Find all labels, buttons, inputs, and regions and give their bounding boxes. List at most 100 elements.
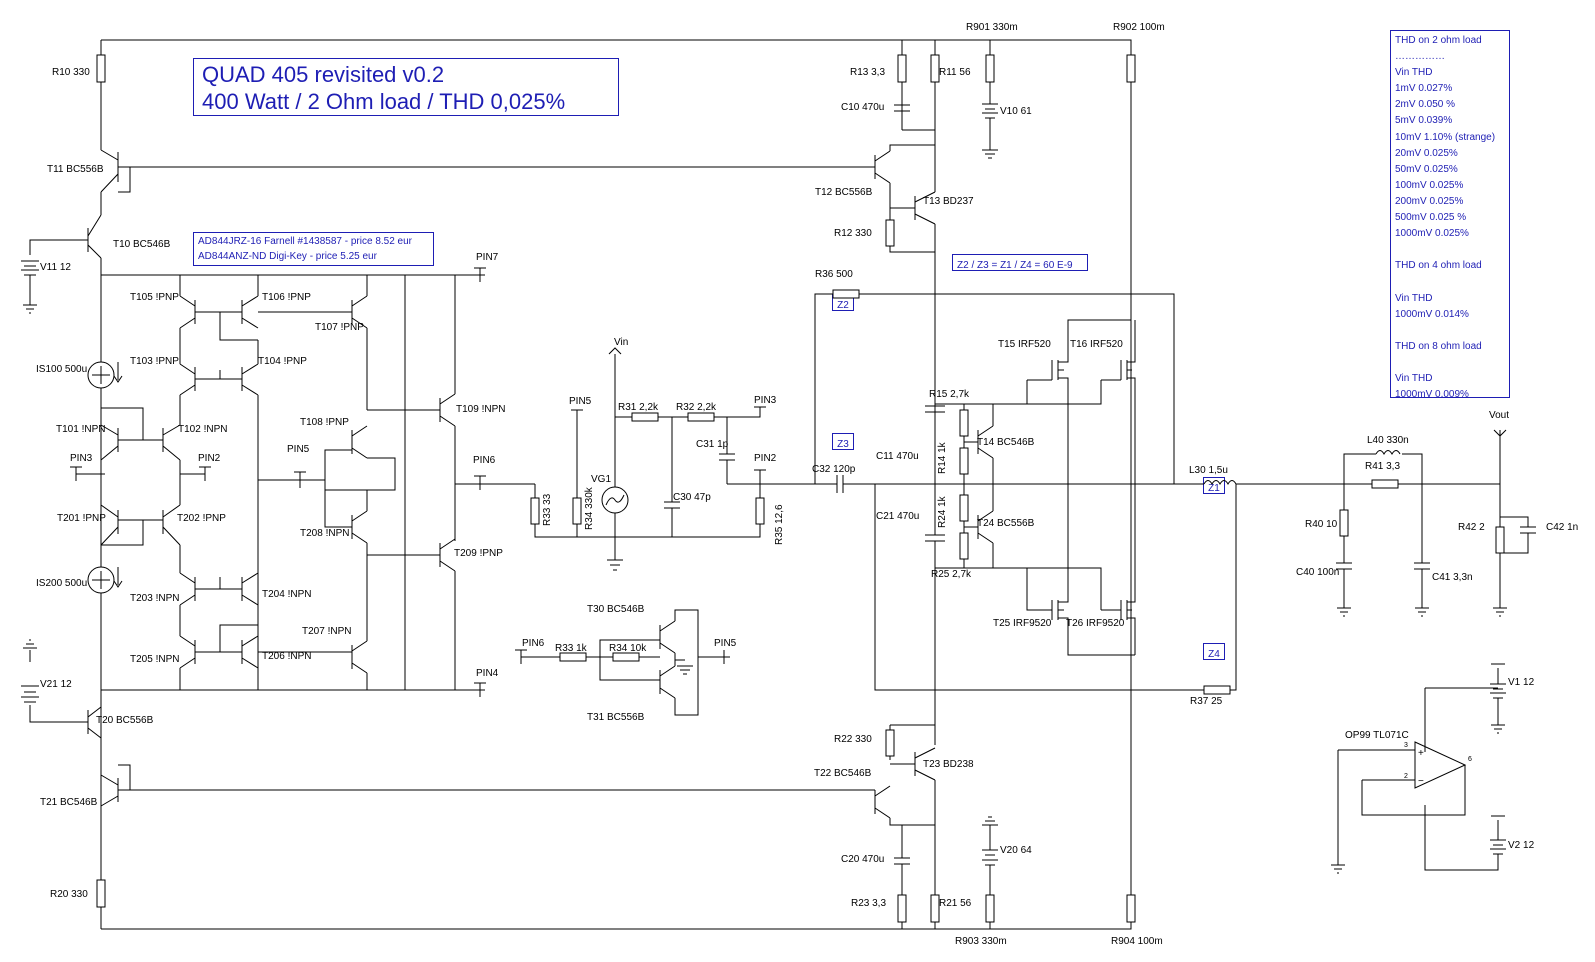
r31-resistor [631,412,659,422]
label-is200: IS200 500u [36,578,87,589]
label-c41: C41 3,3n [1432,572,1473,583]
label-r24: R24 1k [937,495,948,528]
label-c30: C30 47p [673,492,711,503]
label-pin3-left: PIN3 [70,453,93,464]
title-line2: 400 Watt / 2 Ohm load / THD 0,025% [202,89,566,114]
label-r33-mid: R33 33 [542,493,553,526]
label-r13: R13 3,3 [850,67,885,78]
label-l30: L30 1,5u [1189,465,1228,476]
label-r31: R31 2,2k [618,402,659,413]
r36-resistor [832,289,860,299]
r40-resistor [1339,509,1349,537]
label-t15: T15 IRF520 [998,339,1051,350]
label-opamp-minus: − [1418,776,1424,787]
label-vg1: VG1 [591,474,611,485]
r902-resistor [1126,54,1136,83]
title-line1: QUAD 405 revisited v0.2 [202,62,445,87]
label-r33-low: R33 1k [555,643,588,654]
r11-resistor [930,54,940,83]
label-v21: V21 12 [40,679,72,690]
r15-resistor [959,409,969,437]
impedance-note-text: Z2 / Z3 = Z1 / Z4 = 60 E-9 [957,260,1073,271]
label-t13: T13 BD237 [923,196,974,207]
r10-resistor [96,54,106,83]
label-r42: R42 2 [1458,522,1485,533]
label-v20: V20 64 [1000,845,1032,856]
thd-line: 1000mV 0.025% [1395,228,1469,240]
label-r41: R41 3,3 [1365,461,1400,472]
thd-line: Vin THD [1395,292,1433,304]
output-filter [1336,429,1536,617]
z3-marker: Z3 [832,433,854,450]
r34-resistor [572,497,582,525]
thd-line: Vin THD [1395,67,1433,79]
label-pin6-left: PIN6 [473,455,496,466]
r903-resistor [985,894,995,923]
t26-mosfet [1027,567,1136,640]
label-t25: T25 IRF9520 [993,618,1052,629]
is200-current-source [87,566,123,594]
label-r23: R23 3,3 [851,898,886,909]
thd-line: 1000mV 0.014% [1395,308,1469,320]
label-c21: C21 470u [876,511,919,522]
label-r25: R25 2,7k [931,569,972,580]
is100-current-source [87,361,123,389]
label-t101: T101 !NPN [56,424,105,435]
component-labels: R10 330 T11 BC556B T10 BC546B V11 12 T10… [36,22,1578,947]
label-t21: T21 BC546B [40,797,98,808]
r32-resistor [687,412,715,422]
label-pin5-low: PIN5 [714,638,737,649]
z1-label: Z1 [1208,483,1220,494]
opamp-section [1331,663,1506,874]
label-t106: T106 !PNP [262,292,311,303]
thd-line: 1000mV 0.009% [1395,389,1469,401]
r23-resistor [897,894,907,923]
label-v10: V10 61 [1000,106,1032,117]
label-opamp-pin6: 6 [1468,756,1472,763]
thd-line: THD on 8 ohm load [1395,340,1482,352]
label-vin: Vin [614,337,628,348]
label-pin5-mid: PIN5 [569,396,592,407]
label-pin6-mid: PIN6 [522,638,545,649]
thd-line: 2mV 0.050 % [1395,99,1456,111]
label-pin5-left: PIN5 [287,444,310,455]
r41-resistor [1371,479,1399,489]
label-t22: T22 BC546B [814,768,872,779]
label-t102: T102 !NPN [178,424,227,435]
label-vout: Vout [1489,410,1509,421]
z3-label: Z3 [837,439,849,450]
thd-table: THD on 2 ohm load …………… Vin THD 1mV 0.027% 2… [1390,30,1510,400]
z2-label: Z2 [837,300,849,311]
label-t12: T12 BC556B [815,187,873,198]
label-v1: V1 12 [1508,677,1535,688]
label-t16: T16 IRF520 [1070,339,1123,350]
thd-line: 1mV 0.027% [1395,83,1453,95]
r20-resistor [96,879,106,908]
label-t108: T108 !PNP [300,417,349,428]
opamp-note-line1: AD844JRZ-16 Farnell #1438587 - price 8.5… [198,236,413,247]
r12-resistor [885,219,895,247]
label-r904: R904 100m [1111,936,1163,947]
t15-mosfet [1027,340,1069,396]
label-r22: R22 330 [834,734,872,745]
label-t201: T201 !PNP [57,513,106,524]
label-t202: T202 !PNP [177,513,226,524]
t11-transistor [100,149,860,193]
label-r11: R11 56 [939,67,971,78]
label-r901: R901 330m [966,22,1018,33]
input-stage [21,54,860,908]
label-r34-mid: R34 330k [584,486,595,530]
label-r12: R12 330 [834,228,872,239]
thd-line: THD on 2 ohm load [1395,35,1482,46]
label-t14: T14 BC546B [977,437,1035,448]
t16-mosfet [1027,340,1136,405]
r904-resistor [1126,894,1136,923]
label-r37: R37 25 [1190,696,1223,707]
v11-battery [21,260,39,314]
thd-line: …………… [1395,51,1445,63]
r21-resistor [930,894,940,923]
thd-line: 20mV 0.025% [1395,147,1458,159]
label-c32: C32 120p [812,464,856,475]
label-c31: C31 1p [696,439,729,450]
